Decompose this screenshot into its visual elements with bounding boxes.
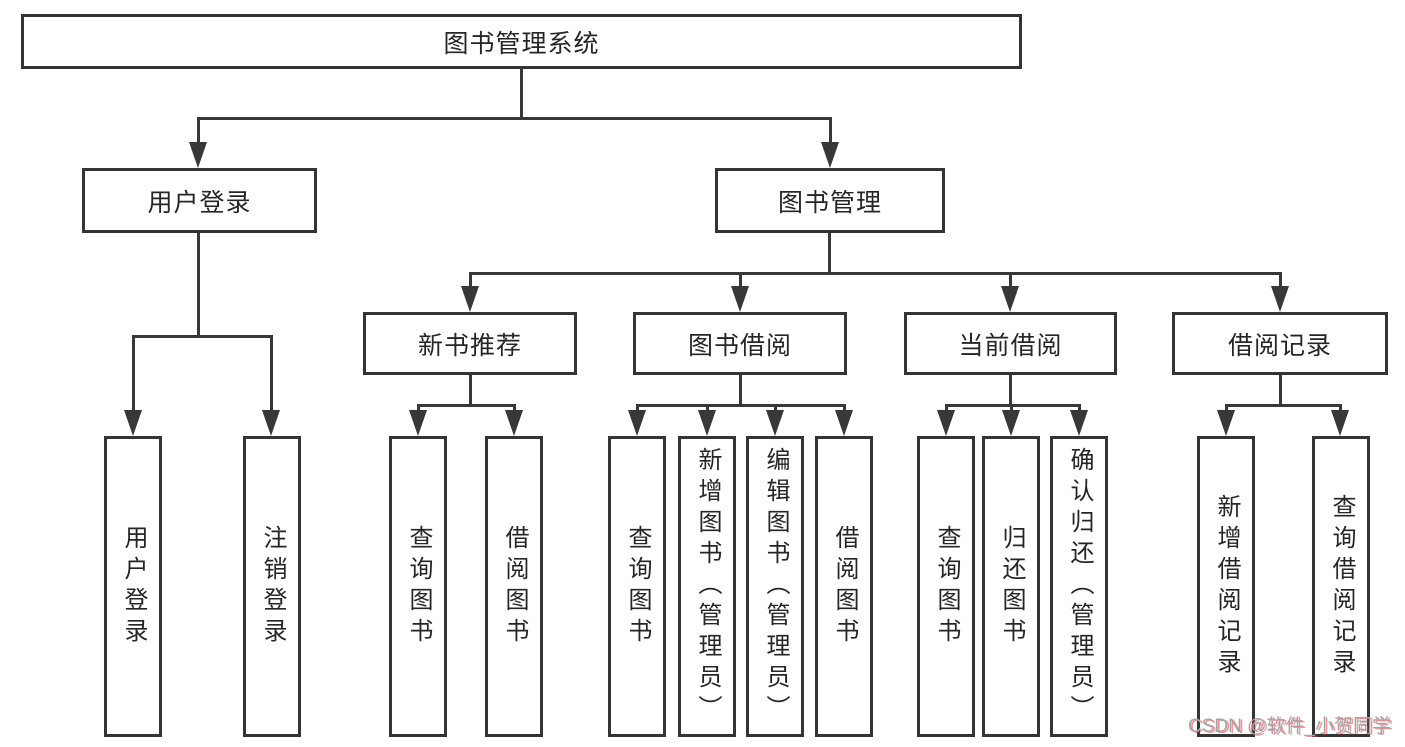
arrow-down-icon bbox=[262, 410, 280, 436]
connector-line bbox=[469, 375, 472, 407]
arrow-down-icon bbox=[1331, 410, 1349, 436]
connector-line bbox=[1279, 375, 1282, 407]
arrow-down-icon bbox=[937, 410, 955, 436]
node-leaf-logout: 注销登录 bbox=[243, 436, 301, 737]
node-label: 借阅图书 bbox=[501, 524, 528, 649]
arrow-down-icon bbox=[835, 410, 853, 436]
connector-line bbox=[270, 335, 273, 413]
arrow-down-icon bbox=[409, 410, 427, 436]
node-leaf-add-borrow-record: 新增借阅记录 bbox=[1197, 436, 1255, 737]
node-leaf-query-books-current: 查询图书 bbox=[917, 436, 975, 737]
connector-line bbox=[469, 272, 1281, 275]
node-label: 图书管理 bbox=[777, 188, 882, 217]
node-leaf-user-login: 用户登录 bbox=[104, 436, 162, 737]
connector-line bbox=[706, 404, 709, 413]
arrow-down-icon bbox=[189, 142, 207, 168]
node-book-management: 图书管理 bbox=[715, 168, 945, 233]
connector-line bbox=[829, 117, 832, 145]
node-current-borrowing: 当前借阅 bbox=[904, 312, 1117, 375]
connector-line bbox=[417, 404, 516, 407]
node-leaf-borrow-books: 借阅图书 bbox=[815, 436, 873, 737]
connector-line bbox=[132, 335, 135, 413]
node-label: 新书推荐 bbox=[417, 331, 522, 360]
node-leaf-borrow-books-rec: 借阅图书 bbox=[485, 436, 543, 737]
arrow-down-icon bbox=[1002, 410, 1020, 436]
node-leaf-edit-books-admin: 编辑图书（管理员） bbox=[746, 436, 804, 737]
connector-line bbox=[520, 69, 523, 120]
node-label: 归还图书 bbox=[998, 524, 1025, 649]
connector-line bbox=[1078, 404, 1081, 413]
connector-line bbox=[945, 404, 948, 413]
node-label: 当前借阅 bbox=[958, 331, 1063, 360]
node-label: 借阅图书 bbox=[831, 524, 858, 649]
connector-line bbox=[197, 233, 200, 337]
connector-line bbox=[739, 272, 742, 289]
node-label: 用户登录 bbox=[147, 188, 252, 217]
node-borrowing-records: 借阅记录 bbox=[1172, 312, 1388, 375]
node-label: 确认归还（管理员） bbox=[1066, 447, 1093, 726]
arrow-down-icon bbox=[698, 410, 716, 436]
connector-line bbox=[739, 375, 742, 407]
arrow-down-icon bbox=[628, 410, 646, 436]
connector-line bbox=[843, 404, 846, 413]
node-label: 新增图书（管理员） bbox=[694, 447, 721, 726]
connector-line bbox=[1339, 404, 1342, 413]
connector-line bbox=[636, 404, 639, 413]
node-leaf-return-books: 归还图书 bbox=[982, 436, 1040, 737]
node-book-borrowing: 图书借阅 bbox=[633, 312, 847, 375]
node-label: 查询图书 bbox=[933, 524, 960, 649]
node-label: 新增借阅记录 bbox=[1213, 493, 1240, 680]
connector-line bbox=[1279, 272, 1282, 289]
arrow-down-icon bbox=[766, 410, 784, 436]
arrow-down-icon bbox=[1271, 286, 1289, 312]
connector-line bbox=[1225, 404, 1228, 413]
node-label: 编辑图书（管理员） bbox=[762, 447, 789, 726]
arrow-down-icon bbox=[461, 286, 479, 312]
node-leaf-add-books-admin: 新增图书（管理员） bbox=[678, 436, 736, 737]
node-label: 注销登录 bbox=[259, 524, 286, 649]
arrow-down-icon bbox=[505, 410, 523, 436]
arrow-down-icon bbox=[821, 142, 839, 168]
connector-line bbox=[1225, 404, 1341, 407]
node-library-management-system: 图书管理系统 bbox=[21, 14, 1022, 69]
connector-line bbox=[1009, 375, 1012, 407]
arrow-down-icon bbox=[1217, 410, 1235, 436]
connector-line bbox=[197, 117, 832, 120]
node-label: 借阅记录 bbox=[1227, 331, 1332, 360]
node-leaf-confirm-return-admin: 确认归还（管理员） bbox=[1050, 436, 1108, 737]
node-label: 查询借阅记录 bbox=[1328, 493, 1355, 680]
arrow-down-icon bbox=[731, 286, 749, 312]
connector-line bbox=[828, 233, 831, 275]
connector-line bbox=[197, 117, 200, 145]
node-new-book-recommendation: 新书推荐 bbox=[363, 312, 577, 375]
connector-line bbox=[774, 404, 777, 413]
connector-line bbox=[417, 404, 420, 413]
node-leaf-query-books-rec: 查询图书 bbox=[389, 436, 447, 737]
node-label: 用户登录 bbox=[120, 524, 147, 649]
watermark: CSDN @软件_小贺同学 bbox=[1188, 716, 1391, 737]
arrow-down-icon bbox=[124, 410, 142, 436]
connector-line bbox=[132, 335, 273, 338]
node-label: 查询图书 bbox=[624, 524, 651, 649]
node-leaf-query-borrow-record: 查询借阅记录 bbox=[1312, 436, 1370, 737]
connector-line bbox=[469, 272, 472, 289]
arrow-down-icon bbox=[1070, 410, 1088, 436]
node-label: 查询图书 bbox=[405, 524, 432, 649]
node-label: 图书管理系统 bbox=[443, 29, 600, 58]
connector-line bbox=[513, 404, 516, 413]
node-leaf-query-books-borrow: 查询图书 bbox=[608, 436, 666, 737]
connector-line bbox=[1009, 272, 1012, 289]
connector-line bbox=[636, 404, 845, 407]
node-user-login: 用户登录 bbox=[82, 168, 317, 233]
arrow-down-icon bbox=[1001, 286, 1019, 312]
connector-line bbox=[1010, 404, 1013, 413]
node-label: 图书借阅 bbox=[687, 331, 792, 360]
